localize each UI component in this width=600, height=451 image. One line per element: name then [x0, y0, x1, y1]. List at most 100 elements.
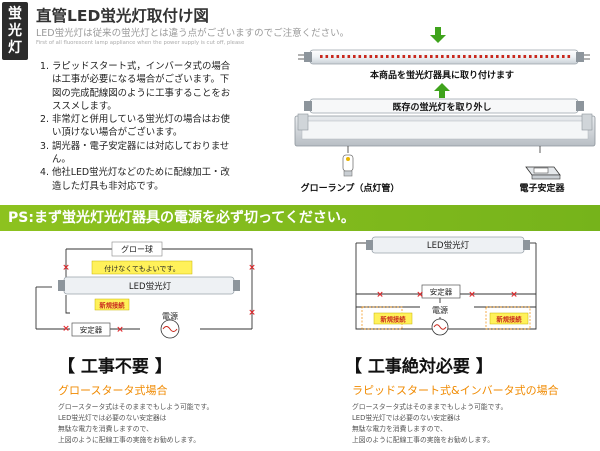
right-description: グロースタータ式はそのままでもしよう可能です。 LED蛍光灯では必要のない安定器…: [352, 402, 507, 446]
desc-line: LED蛍光灯では必要のない安定器は: [352, 414, 461, 422]
cut-marks: × × × × ×: [62, 263, 256, 335]
badge-char-3: 灯: [8, 39, 22, 56]
led-chip: [441, 55, 444, 58]
led-chip: [540, 55, 543, 58]
led-chip: [479, 55, 483, 58]
note-line: 造した灯具も非対応です。: [52, 180, 164, 192]
note-line: 調光器・電子安定器には対応しておりませ: [52, 140, 230, 152]
remove-label: 既存の蛍光灯を取り外し: [392, 101, 491, 113]
note-line: は工事が必要になる場合がございます。下: [52, 74, 230, 86]
led-chip: [424, 55, 428, 58]
left-method: グロースタータ式場合: [58, 384, 168, 397]
led-label: LED蛍光灯: [427, 240, 470, 251]
led-chip: [534, 55, 538, 58]
led-tube-illustration: [58, 276, 240, 295]
led-chip: [419, 55, 422, 58]
desc-line: 上図のように配線工事の実施をお勧めします。: [58, 436, 201, 444]
stabilizer-icon: [525, 166, 561, 180]
ps-banner: PS:まず蛍光灯光灯器具の電源を必ず切ってください。: [0, 205, 600, 231]
led-chip: [501, 55, 505, 58]
desc-line: 上図のように配線工事の実施をお勧めします。: [352, 436, 495, 444]
note-line: い頂けない場合がございます。: [52, 127, 183, 139]
power-label: 電源: [432, 306, 448, 315]
led-chip: [490, 55, 494, 58]
led-chip: [523, 55, 527, 58]
led-chip: [518, 55, 521, 58]
desc-line: LED蛍光灯では必要のない安定器は: [58, 414, 167, 422]
note-item: 3.調光器・電子安定器には対応しておりません。: [40, 140, 272, 167]
led-chip: [463, 55, 466, 58]
led-chip: [562, 55, 565, 58]
arrow-up-icon: [434, 83, 450, 98]
led-chip: [364, 55, 367, 58]
note-item: 2.非常灯と併用している蛍光灯の場合はお使い頂けない場合がございます。: [40, 113, 272, 140]
desc-line: 無駄な電力を消費しますので、: [58, 425, 153, 433]
led-chip: [474, 55, 477, 58]
glow-lamp-icon: [342, 154, 354, 177]
led-chip: [397, 55, 400, 58]
led-chip: [380, 55, 384, 58]
led-chip: [556, 55, 560, 58]
cut-mark-icon: ×: [248, 263, 256, 273]
cut-mark-icon: ×: [376, 290, 384, 300]
note-line: 他社LED蛍光灯などのために配線加工・改: [52, 167, 230, 179]
new-wire-zone-right: [485, 306, 531, 330]
note-item: 4.他社LED蛍光灯などのために配線加工・改造した灯具も非対応です。: [40, 166, 272, 193]
new-wire-label: 新規接続: [496, 315, 522, 324]
note-tag: [91, 260, 193, 275]
led-chip: [567, 55, 571, 58]
mount-label: 本商品を蛍光灯器具に取り付けます: [370, 69, 514, 81]
desc-line: グロースタータ式はそのままでもしよう可能です。: [352, 403, 508, 411]
fixture-illustration: [294, 113, 596, 147]
cut-mark-icon: ×: [62, 263, 70, 273]
led-chip: [325, 55, 329, 58]
stabilizer-label: 電子安定器: [519, 182, 565, 194]
led-chip: [402, 55, 406, 58]
led-chip: [446, 55, 450, 58]
glow-lamp-label: グローランプ（点灯管）: [301, 182, 400, 194]
left-wiring-diagram: LED蛍光灯 グロー球 付けなくてもよいです。 新規接続 安定器 電源 × × …: [35, 241, 256, 339]
led-chip: [430, 55, 433, 58]
note-tag-label: 付けなくてもよいです。: [104, 264, 180, 273]
led-chip: [375, 55, 378, 58]
stabilizer-box: [71, 322, 111, 337]
page-subtitle: LED蛍光灯は従来の蛍光灯とは違う点がございますのでご注意ください。: [36, 28, 350, 39]
stabilizer-box: [421, 284, 461, 299]
led-chip: [342, 55, 345, 58]
led-chip: [485, 55, 488, 58]
led-chip: [452, 55, 455, 58]
led-chip: [512, 55, 516, 58]
cut-mark-icon: ×: [62, 324, 70, 334]
notes-list: 1.ラピッドスタート式，インバータ式の場合は工事が必要になる場合がございます。下…: [40, 60, 272, 193]
badge-char-2: 光: [8, 22, 22, 39]
led-chip: [545, 55, 549, 58]
new-wire-tag: [373, 312, 413, 325]
stabilizer-label: 安定器: [80, 325, 103, 335]
note-line: ススメします。: [52, 100, 117, 112]
badge-char-1: 蛍: [8, 5, 22, 22]
desc-line: グロースタータ式はそのままでもしよう可能です。: [58, 403, 214, 411]
new-wire-label: 新規接続: [99, 301, 125, 310]
led-chip: [457, 55, 461, 58]
cut-mark-icon: ×: [248, 308, 256, 318]
led-chip: [435, 55, 439, 58]
english-caption: First of all fluorescent lamp appliance …: [36, 40, 245, 46]
led-chip: [386, 55, 389, 58]
led-chip: [551, 55, 554, 58]
page-title: 直管LED蛍光灯取付け図: [36, 7, 209, 25]
led-tube-illustration: [298, 49, 590, 65]
led-chip: [507, 55, 510, 58]
cut-marks: × × × ×: [376, 290, 518, 300]
note-line: ラピッドスタート式，インバータ式の場合: [52, 61, 231, 72]
led-chip: [391, 55, 395, 58]
led-chip: [336, 55, 340, 58]
power-source-icon: [160, 319, 180, 339]
cut-mark-icon: ×: [416, 290, 424, 300]
cut-mark-icon: ×: [116, 325, 124, 335]
note-item: 1.ラピッドスタート式，インバータ式の場合は工事が必要になる場合がございます。下…: [40, 60, 272, 113]
note-number: 4.: [40, 167, 49, 179]
led-chip: [353, 55, 356, 58]
right-heading: 【 工事絶対必要 】: [345, 357, 493, 377]
section-badge: 蛍 光 灯: [2, 2, 28, 60]
new-wire-label: 新規接続: [380, 315, 406, 324]
